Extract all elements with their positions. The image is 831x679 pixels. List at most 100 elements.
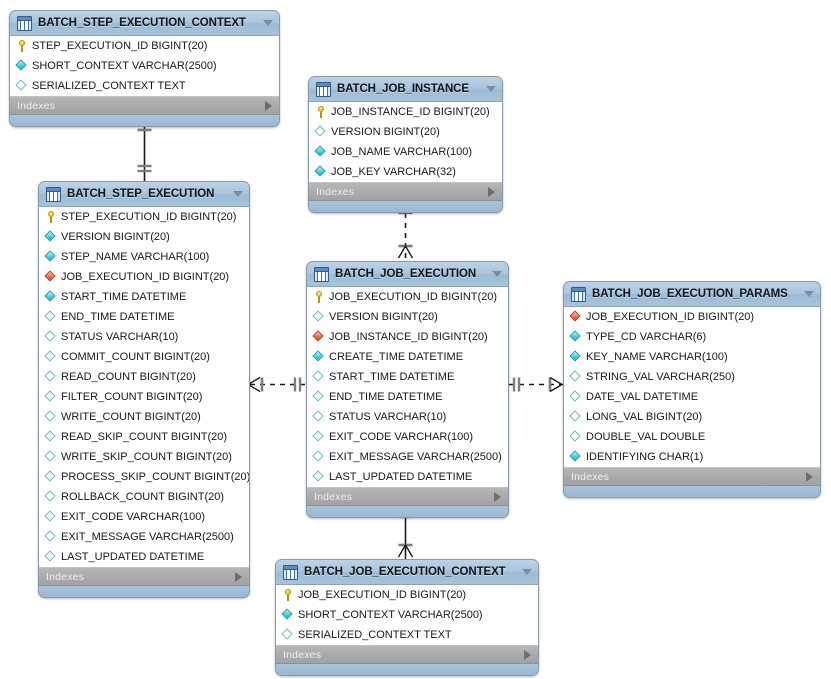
entity-header[interactable]: BATCH_STEP_EXECUTION_CONTEXT: [10, 11, 279, 36]
column-row[interactable]: VERSION BIGINT(20): [307, 307, 508, 327]
hollow-diamond-icon: [44, 510, 57, 523]
filled-diamond-icon: [314, 165, 327, 178]
column-row[interactable]: STEP_EXECUTION_ID BIGINT(20): [10, 36, 279, 56]
indexes-section-toggle[interactable]: Indexes: [10, 97, 279, 115]
column-row[interactable]: TYPE_CD VARCHAR(6): [564, 327, 820, 347]
column-row[interactable]: EXIT_MESSAGE VARCHAR(2500): [39, 527, 249, 547]
column-row[interactable]: DOUBLE_VAL DOUBLE: [564, 427, 820, 447]
column-row[interactable]: START_TIME DATETIME: [39, 287, 249, 307]
red-diamond-icon: [312, 330, 325, 343]
chevron-right-icon[interactable]: [235, 571, 242, 582]
chevron-down-icon[interactable]: [522, 569, 532, 575]
column-row[interactable]: STEP_NAME VARCHAR(100): [39, 247, 249, 267]
column-label: DOUBLE_VAL DOUBLE: [586, 431, 706, 443]
column-label: READ_COUNT BIGINT(20): [61, 371, 196, 383]
chevron-down-icon[interactable]: [486, 86, 496, 92]
column-row[interactable]: SHORT_CONTEXT VARCHAR(2500): [10, 56, 279, 76]
chevron-right-icon[interactable]: [488, 186, 495, 197]
column-row[interactable]: SHORT_CONTEXT VARCHAR(2500): [276, 605, 538, 625]
entity-header[interactable]: BATCH_JOB_INSTANCE: [309, 77, 502, 102]
column-row[interactable]: VERSION BIGINT(20): [309, 122, 502, 142]
entity-batch_step_execution[interactable]: BATCH_STEP_EXECUTION STEP_EXECUTION_ID BI…: [38, 181, 250, 598]
chevron-right-icon[interactable]: [265, 100, 272, 111]
column-row[interactable]: STEP_EXECUTION_ID BIGINT(20): [39, 207, 249, 227]
indexes-section-toggle[interactable]: Indexes: [276, 646, 538, 664]
entity-batch_job_instance[interactable]: BATCH_JOB_INSTANCE JOB_INSTANCE_ID BIGINT…: [308, 76, 503, 213]
hollow-diamond-icon: [44, 470, 57, 483]
column-label: EXIT_MESSAGE VARCHAR(2500): [329, 451, 502, 463]
chevron-down-icon[interactable]: [233, 191, 243, 197]
table-icon: [314, 266, 329, 282]
entity-footer: [276, 664, 538, 675]
entity-footer: [307, 506, 508, 517]
column-row[interactable]: SERIALIZED_CONTEXT TEXT: [276, 625, 538, 645]
column-row[interactable]: JOB_KEY VARCHAR(32): [309, 162, 502, 182]
table-icon: [316, 81, 331, 97]
entity-header[interactable]: BATCH_JOB_EXECUTION: [307, 262, 508, 287]
column-row[interactable]: EXIT_CODE VARCHAR(100): [307, 427, 508, 447]
entity-title: BATCH_JOB_INSTANCE: [337, 83, 469, 95]
entity-title: BATCH_STEP_EXECUTION_CONTEXT: [38, 17, 246, 29]
column-row[interactable]: JOB_EXECUTION_ID BIGINT(20): [307, 287, 508, 307]
indexes-label: Indexes: [316, 185, 355, 198]
column-row[interactable]: END_TIME DATETIME: [307, 387, 508, 407]
column-row[interactable]: END_TIME DATETIME: [39, 307, 249, 327]
chevron-right-icon[interactable]: [524, 649, 531, 660]
column-row[interactable]: STATUS VARCHAR(10): [39, 327, 249, 347]
column-row[interactable]: JOB_INSTANCE_ID BIGINT(20): [307, 327, 508, 347]
column-row[interactable]: CREATE_TIME DATETIME: [307, 347, 508, 367]
column-row[interactable]: LONG_VAL BIGINT(20): [564, 407, 820, 427]
column-row[interactable]: VERSION BIGINT(20): [39, 227, 249, 247]
column-row[interactable]: READ_COUNT BIGINT(20): [39, 367, 249, 387]
column-row[interactable]: JOB_EXECUTION_ID BIGINT(20): [276, 585, 538, 605]
column-row[interactable]: LAST_UPDATED DATETIME: [307, 467, 508, 487]
filled-diamond-icon: [569, 450, 582, 463]
column-row[interactable]: DATE_VAL DATETIME: [564, 387, 820, 407]
column-row[interactable]: FILTER_COUNT BIGINT(20): [39, 387, 249, 407]
chevron-down-icon[interactable]: [492, 271, 502, 277]
connector-step-execution-to-job-execution: [246, 376, 306, 393]
column-row[interactable]: JOB_INSTANCE_ID BIGINT(20): [309, 102, 502, 122]
entity-batch_step_execution_context[interactable]: BATCH_STEP_EXECUTION_CONTEXT STEP_EXECUTI…: [9, 10, 280, 127]
hollow-diamond-icon: [44, 370, 57, 383]
column-row[interactable]: EXIT_MESSAGE VARCHAR(2500): [307, 447, 508, 467]
column-label: JOB_NAME VARCHAR(100): [331, 146, 472, 158]
column-row[interactable]: PROCESS_SKIP_COUNT BIGINT(20): [39, 467, 249, 487]
column-label: STATUS VARCHAR(10): [61, 331, 179, 343]
column-row[interactable]: JOB_EXECUTION_ID BIGINT(20): [564, 307, 820, 327]
column-row[interactable]: SERIALIZED_CONTEXT TEXT: [10, 76, 279, 96]
column-label: VERSION BIGINT(20): [61, 231, 170, 243]
column-row[interactable]: JOB_EXECUTION_ID BIGINT(20): [39, 267, 249, 287]
column-row[interactable]: STRING_VAL VARCHAR(250): [564, 367, 820, 387]
column-row[interactable]: IDENTIFYING CHAR(1): [564, 447, 820, 467]
chevron-down-icon[interactable]: [263, 20, 273, 26]
column-row[interactable]: JOB_NAME VARCHAR(100): [309, 142, 502, 162]
chevron-right-icon[interactable]: [494, 491, 501, 502]
indexes-section-toggle[interactable]: Indexes: [309, 183, 502, 201]
column-row[interactable]: KEY_NAME VARCHAR(100): [564, 347, 820, 367]
column-label: END_TIME DATETIME: [329, 391, 443, 403]
column-row[interactable]: LAST_UPDATED DATETIME: [39, 547, 249, 567]
column-row[interactable]: ROLLBACK_COUNT BIGINT(20): [39, 487, 249, 507]
column-row[interactable]: WRITE_COUNT BIGINT(20): [39, 407, 249, 427]
column-row[interactable]: STATUS VARCHAR(10): [307, 407, 508, 427]
column-row[interactable]: EXIT_CODE VARCHAR(100): [39, 507, 249, 527]
chevron-down-icon[interactable]: [804, 291, 814, 297]
column-row[interactable]: READ_SKIP_COUNT BIGINT(20): [39, 427, 249, 447]
column-row[interactable]: COMMIT_COUNT BIGINT(20): [39, 347, 249, 367]
entity-header[interactable]: BATCH_STEP_EXECUTION: [39, 182, 249, 207]
chevron-right-icon[interactable]: [806, 471, 813, 482]
indexes-section-toggle[interactable]: Indexes: [307, 488, 508, 506]
entity-header[interactable]: BATCH_JOB_EXECUTION_CONTEXT: [276, 560, 538, 585]
column-row[interactable]: WRITE_SKIP_COUNT BIGINT(20): [39, 447, 249, 467]
entity-header[interactable]: BATCH_JOB_EXECUTION_PARAMS: [564, 282, 820, 307]
column-row[interactable]: START_TIME DATETIME: [307, 367, 508, 387]
column-label: STEP_EXECUTION_ID BIGINT(20): [61, 211, 237, 223]
indexes-section-toggle[interactable]: Indexes: [564, 468, 820, 486]
hollow-diamond-icon: [314, 125, 327, 138]
indexes-section-toggle[interactable]: Indexes: [39, 568, 249, 586]
